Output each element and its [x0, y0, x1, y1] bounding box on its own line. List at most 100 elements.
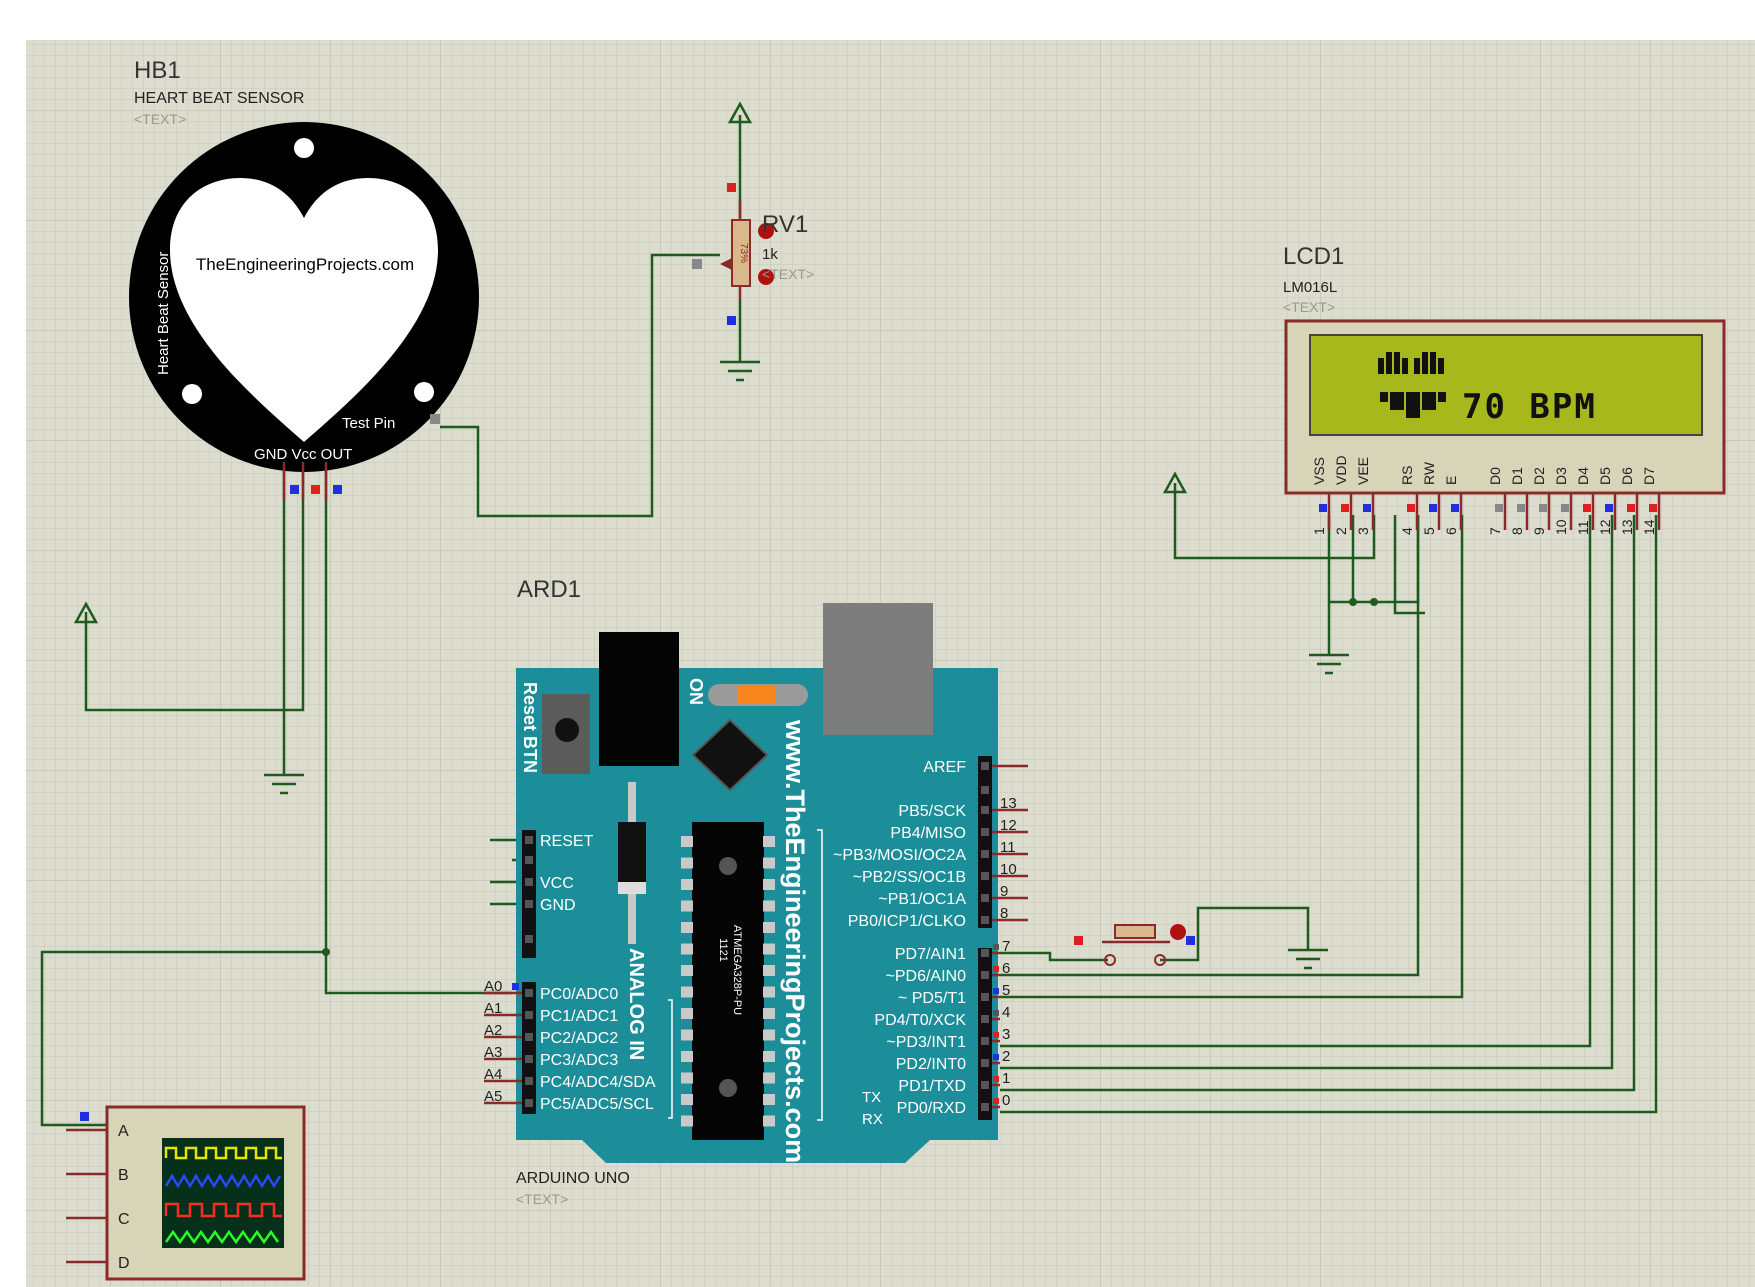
arduino-digital-pin[interactable] [981, 971, 989, 979]
lcd-pin-terminal[interactable] [1407, 504, 1415, 512]
button-press-indicator[interactable] [1170, 924, 1186, 940]
arduino-aref-label: AREF [923, 759, 966, 776]
button-terminal-left[interactable] [1074, 936, 1083, 945]
arduino-power-pin[interactable] [525, 900, 533, 908]
lcd-pin-terminal[interactable] [1495, 504, 1503, 512]
arduino-power-pin[interactable] [525, 856, 533, 864]
usb-chip [691, 718, 769, 792]
arduino-analog-pin-name: PC3/ADC3 [540, 1052, 618, 1069]
arduino-analog-pin[interactable] [525, 1055, 533, 1063]
arduino-digital-pin[interactable] [981, 828, 989, 836]
pot-terminal-bottom[interactable] [727, 316, 736, 325]
arduino-uno[interactable]: ARD1 Reset BTN ON ATMEGA328P-PU 1121 www… [484, 576, 1028, 1207]
arduino-text-placeholder: <TEXT> [516, 1191, 568, 1207]
sensor-mount-hole [414, 382, 434, 402]
scope-terminal-a[interactable] [80, 1112, 89, 1121]
ground-pot [720, 360, 760, 382]
arduino-digital-pin[interactable] [981, 894, 989, 902]
lcd-screen [1309, 334, 1703, 436]
lcd-pin-terminal[interactable] [1451, 504, 1459, 512]
lcd-pin-terminal[interactable] [1561, 504, 1569, 512]
arduino-analog-pin[interactable] [525, 1077, 533, 1085]
sensor-test-pin-label: Test Pin [342, 415, 395, 432]
button-terminal-right[interactable] [1186, 936, 1195, 945]
lcd-pin-terminal[interactable] [1605, 504, 1613, 512]
arduino-power-pin[interactable] [525, 836, 533, 844]
lcd-pin-name: D6 [1619, 467, 1635, 485]
arduino-digital-pin[interactable] [981, 1103, 989, 1111]
arduino-digital-pin[interactable] [981, 949, 989, 957]
diode [618, 822, 646, 892]
sensor-pin-gnd[interactable] [290, 485, 299, 494]
arduino-digital-pin[interactable] [981, 993, 989, 1001]
sensor-test-pin-terminal[interactable] [430, 414, 440, 424]
arduino-digital-pin-number: 3 [1002, 1026, 1010, 1043]
chip-label: ATMEGA328P-PU [731, 925, 743, 1015]
sensor-pin-out[interactable] [333, 485, 342, 494]
arduino-analog-pin-id: A4 [484, 1066, 502, 1083]
arduino-digital-pin-name: PB0/ICP1/CLKO [848, 913, 966, 930]
lcd-model: LM016L [1283, 279, 1337, 296]
sensor-mount-hole [294, 138, 314, 158]
arduino-aref-pin[interactable] [981, 762, 989, 770]
scope-screen [162, 1138, 284, 1248]
arduino-digital-pin[interactable] [981, 1015, 989, 1023]
arduino-digital-pin-number: 0 [1002, 1092, 1010, 1109]
arduino-digital-pin-number: 9 [1000, 883, 1008, 900]
arduino-analog-pin[interactable] [525, 1033, 533, 1041]
arduino-digital-pin-name: ~PB3/MOSI/OC2A [833, 847, 966, 864]
lcd-pin-number: 6 [1443, 527, 1459, 535]
arduino-power-pin[interactable] [525, 878, 533, 886]
arduino-analog-pin[interactable] [525, 1099, 533, 1107]
pot-wiper-terminal[interactable] [692, 259, 702, 269]
lcd-pin-number: 7 [1487, 527, 1503, 535]
arduino-digital-pin[interactable] [981, 916, 989, 924]
arduino-digital-pin[interactable] [981, 1037, 989, 1045]
arduino-digital-pin[interactable] [981, 1059, 989, 1067]
sensor-website: TheEngineeringProjects.com [196, 255, 414, 274]
lcd-pin-terminal[interactable] [1627, 504, 1635, 512]
lcd-pin-terminal[interactable] [1341, 504, 1349, 512]
on-led [738, 686, 776, 704]
lcd-pin-terminal[interactable] [1539, 504, 1547, 512]
wires [40, 115, 1658, 1127]
pot-terminal-top[interactable] [727, 183, 736, 192]
pot-adjust-down[interactable] [758, 269, 774, 285]
lcd-pin-terminal[interactable] [1429, 504, 1437, 512]
lcd-pin-terminal[interactable] [1363, 504, 1371, 512]
arduino-analog-pin-id: A3 [484, 1044, 502, 1061]
lcd-pin-name: RW [1421, 461, 1437, 485]
arduino-analog-pin[interactable] [525, 989, 533, 997]
pot-adjust-up[interactable] [758, 223, 774, 239]
arduino-digital-pin-name: ~ PD5/T1 [898, 990, 966, 1007]
lcd-pin-terminal[interactable] [1583, 504, 1591, 512]
arduino-digital-pin-number: 6 [1002, 960, 1010, 977]
lcd-pin-terminal[interactable] [1517, 504, 1525, 512]
dc-jack [599, 632, 679, 766]
reset-button-cap[interactable] [555, 718, 579, 742]
potentiometer[interactable]: 73% RV1 1k <TEXT> [692, 183, 814, 325]
lcd-pin-name: RS [1399, 466, 1415, 485]
scope-trace-a [164, 1146, 282, 1160]
push-button[interactable] [1074, 924, 1195, 966]
heart-beat-sensor[interactable]: HB1 HEART BEAT SENSOR <TEXT> TheEngineer… [129, 57, 479, 500]
arduino-digital-pin-number: 7 [1002, 938, 1010, 955]
arduino-analog-pin-id: A5 [484, 1088, 502, 1105]
arduino-digital-pin[interactable] [981, 850, 989, 858]
pot-body-label: 73% [738, 243, 749, 263]
arduino-analog-pin[interactable] [525, 1011, 533, 1019]
arduino-digital-pin[interactable] [981, 872, 989, 880]
sensor-pin-vcc[interactable] [311, 485, 320, 494]
lcd-pin-terminal[interactable] [1649, 504, 1657, 512]
lcd-pin-terminal[interactable] [1319, 504, 1327, 512]
button-plunger[interactable] [1114, 924, 1156, 939]
arduino-digital-pin-number: 5 [1002, 982, 1010, 999]
arduino-digital-pin[interactable] [981, 1081, 989, 1089]
pot-text-placeholder: <TEXT> [762, 266, 814, 282]
arduino-digital-pin[interactable] [981, 806, 989, 814]
lcd-display[interactable]: LCD1 LM016L <TEXT> 70 BPM VSS1VDD2VEE3RS… [1283, 243, 1726, 535]
ground-lcd [1309, 653, 1349, 675]
